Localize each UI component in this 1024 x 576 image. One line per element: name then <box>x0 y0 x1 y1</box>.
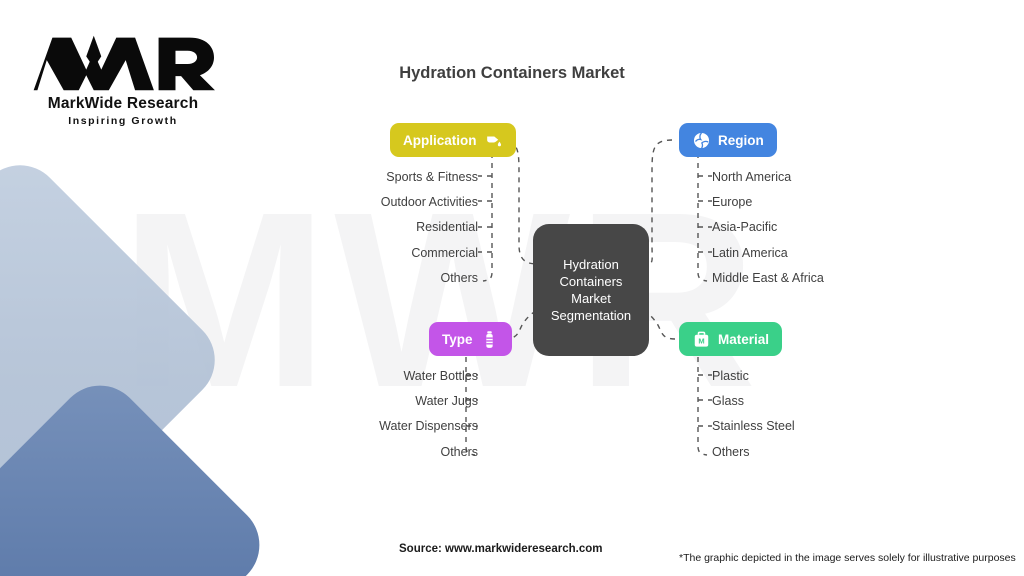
branch-label-type: Type <box>442 331 473 347</box>
center-node: Hydration Containers Market Segmentation <box>533 224 649 356</box>
leaf-item: Residential <box>416 220 478 235</box>
leaf-item: North America <box>712 170 792 184</box>
leaf-item: Stainless Steel <box>712 419 795 434</box>
leaf-item: Water Bottles <box>403 369 478 383</box>
leaf-list-application: Sports & Fitness Outdoor Activities Resi… <box>160 165 478 291</box>
leaf-item: Outdoor Activities <box>380 195 478 210</box>
leaf-item: Latin America <box>712 245 788 260</box>
center-line-2: Containers <box>559 274 623 289</box>
footer-source: Source: www.markwideresearch.com <box>399 543 603 555</box>
branch-badge-application[interactable]: Application <box>390 123 516 157</box>
leaf-item: Water Dispensers <box>379 419 478 434</box>
water-pour-icon <box>484 131 503 150</box>
center-line-3: Market <box>571 291 611 306</box>
globe-icon <box>692 131 711 150</box>
center-node-label: Hydration Containers Market Segmentation <box>551 256 631 324</box>
svg-text:M: M <box>698 336 704 345</box>
leaf-list-type: Water Bottles Water Jugs Water Dispenser… <box>160 364 478 465</box>
leaf-item: Glass <box>712 394 744 409</box>
leaf-item: Europe <box>712 195 753 210</box>
material-bag-icon: M <box>692 330 711 349</box>
center-line-4: Segmentation <box>550 308 632 323</box>
branch-badge-region[interactable]: Region <box>679 123 777 157</box>
page-title: Hydration Containers Market <box>399 64 625 82</box>
leaf-item: Others <box>440 444 478 459</box>
footer-disclaimer: *The graphic depicted in the image serve… <box>679 552 1016 564</box>
leaf-item: Asia-Pacific <box>712 220 778 235</box>
mwr-logo-icon <box>33 35 215 91</box>
branch-badge-type[interactable]: Type <box>429 322 512 356</box>
center-line-1: Hydration <box>563 257 619 272</box>
leaf-item: Water Jugs <box>415 394 478 409</box>
brand-logo: MarkWide Research Inspiring Growth <box>28 32 218 127</box>
brand-name: MarkWide Research <box>47 95 199 112</box>
leaf-item: Plastic <box>712 369 749 383</box>
leaf-list-material: Plastic Glass Stainless Steel Others <box>712 364 1012 465</box>
leaf-item: Sports & Fitness <box>386 170 478 184</box>
branch-label-region: Region <box>718 132 764 148</box>
leaf-item: Others <box>712 444 750 459</box>
leaf-list-region: North America Europe Asia-Pacific Latin … <box>712 165 1012 291</box>
branch-label-material: Material <box>718 331 770 347</box>
leaf-item: Others <box>440 270 478 285</box>
branch-label-application: Application <box>403 132 477 148</box>
leaf-item: Middle East & Africa <box>712 270 824 285</box>
branch-badge-material[interactable]: Material M <box>679 322 783 356</box>
leaf-item: Commercial <box>411 245 478 260</box>
brand-tagline: Inspiring Growth <box>68 115 178 127</box>
bottle-icon <box>480 330 499 349</box>
